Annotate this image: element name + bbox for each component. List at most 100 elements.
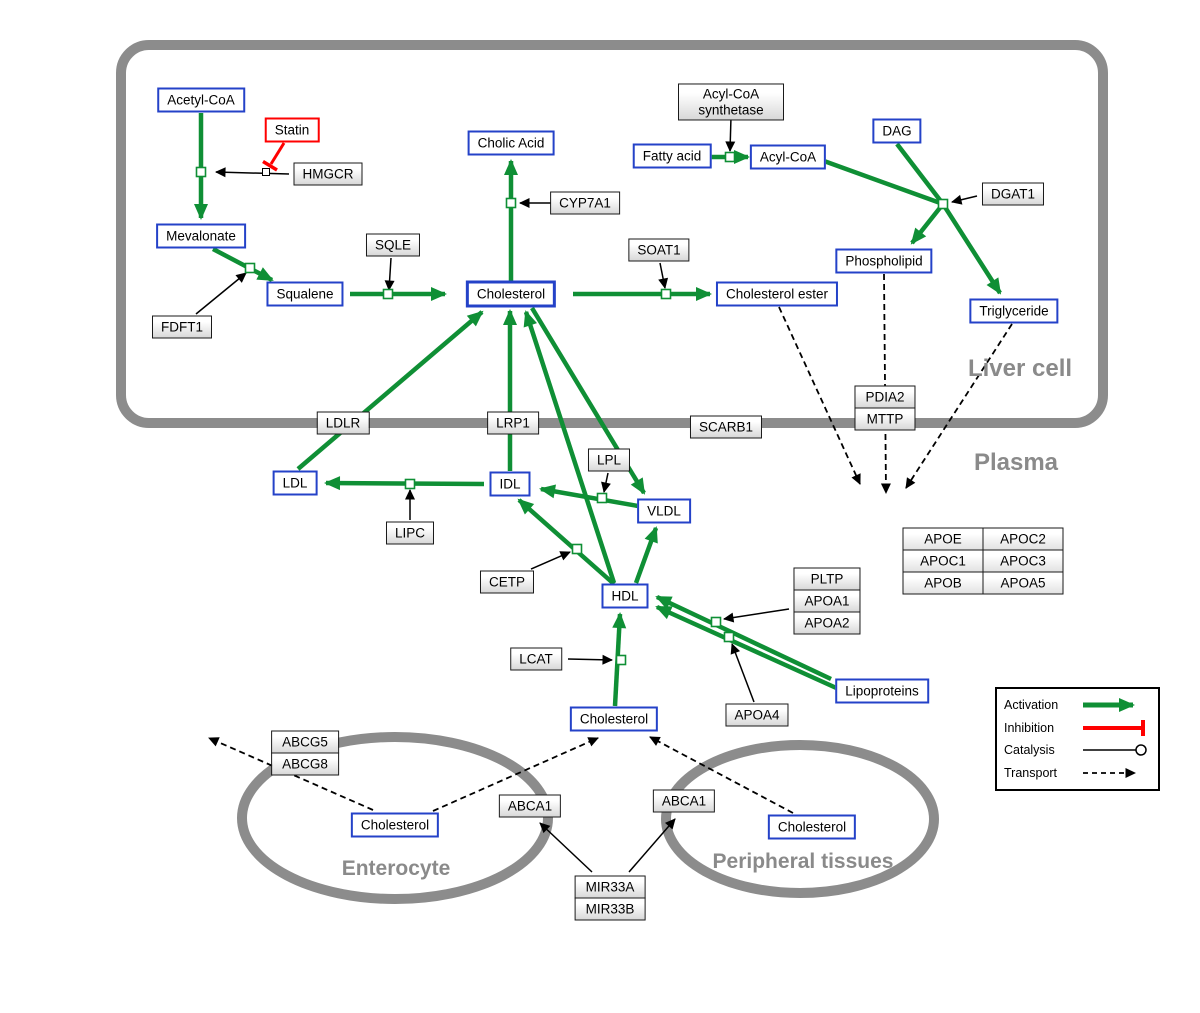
node-abca1-peripheral[interactable]: ABCA1: [652, 789, 716, 813]
node-fatty-acid[interactable]: Fatty acid: [632, 143, 712, 169]
inhibition-edges: [262, 142, 286, 172]
node-statin[interactable]: Statin: [264, 117, 320, 143]
node-vldl[interactable]: VLDL: [637, 498, 691, 524]
node-cetp[interactable]: CETP: [479, 570, 535, 594]
apolipoprotein-table: APOE APOC2 APOC1 APOC3 APOB APOA5: [902, 527, 1064, 595]
legend-catalysis-label: Catalysis: [1004, 743, 1055, 758]
node-lrp1[interactable]: LRP1: [487, 411, 539, 435]
complex-mir33a-mir33b: MIR33A MIR33B: [574, 875, 646, 921]
node-mttp[interactable]: MTTP: [854, 407, 916, 431]
node-lpl[interactable]: LPL: [587, 448, 631, 472]
node-apoc1[interactable]: APOC1: [903, 550, 983, 572]
legend-row-inhibition: Inhibition: [1004, 719, 1151, 737]
node-apoa2[interactable]: APOA2: [793, 611, 861, 635]
edge-ldl-cholesterol: [296, 310, 484, 471]
edge-hmgcr-catalysis: [215, 167, 290, 178]
node-fdft1[interactable]: FDFT1: [152, 315, 212, 339]
liver-cell-membrane: [116, 40, 1108, 428]
node-abcg5[interactable]: ABCG5: [271, 730, 339, 754]
edge-phospholipid-plasma: [880, 273, 891, 494]
node-apob[interactable]: APOB: [903, 572, 983, 594]
transport-dashed-arrow-icon: [1083, 767, 1136, 778]
node-cholesterol-peripheral[interactable]: Cholesterol: [767, 814, 857, 840]
node-mevalonate[interactable]: Mevalonate: [156, 223, 246, 249]
node-lcat[interactable]: LCAT: [510, 647, 562, 671]
node-cyp7a1[interactable]: CYP7A1: [550, 191, 620, 215]
edge-lpl-catalysis: [601, 472, 611, 493]
edge-mir33-abca1-left: [539, 822, 593, 873]
edge-dgat1node-phospholipid: [910, 202, 945, 245]
enterocyte-membrane: [237, 732, 553, 904]
catalysis-edges: [195, 116, 978, 873]
edge-statin-hmgcr: [269, 142, 286, 165]
node-lipc[interactable]: LIPC: [385, 521, 435, 545]
reaction-anchor-squares: [195, 151, 949, 666]
edge-lipoproteins-hdl-1: [655, 594, 832, 682]
edge-sqle-catalysis: [384, 257, 395, 291]
node-cholesterol-liver[interactable]: Cholesterol: [465, 280, 557, 308]
edge-dag-dgat1node: [895, 142, 945, 206]
legend-inhibition-label: Inhibition: [1004, 720, 1055, 735]
edge-enterocyte-cholesterol-plasma: [432, 737, 599, 812]
edge-lcat-catalysis: [567, 654, 613, 665]
complex-pdia2-mttp: PDIA2 MTTP: [854, 385, 916, 431]
edge-apoa4-catalysis: [730, 643, 755, 703]
node-ldlr[interactable]: LDLR: [316, 411, 370, 435]
node-phospholipid[interactable]: Phospholipid: [835, 248, 933, 274]
complex-abcg5-abcg8: ABCG5 ABCG8: [271, 730, 339, 776]
edge-acylcoasynthetase-catalysis: [725, 116, 736, 152]
plasma-label: Plasma: [973, 449, 1059, 476]
node-apoe[interactable]: APOE: [903, 528, 983, 550]
node-dgat1[interactable]: DGAT1: [981, 182, 1045, 206]
node-triglyceride[interactable]: Triglyceride: [969, 298, 1059, 324]
legend: Activation Inhibition Catalysis Transpor…: [995, 687, 1160, 791]
node-abca1-enterocyte[interactable]: ABCA1: [498, 794, 562, 818]
node-scarb1[interactable]: SCARB1: [689, 415, 763, 439]
node-lipoproteins[interactable]: Lipoproteins: [835, 678, 929, 704]
node-sqle[interactable]: SQLE: [365, 233, 421, 257]
legend-row-catalysis: Catalysis: [1004, 741, 1151, 759]
node-mir33b[interactable]: MIR33B: [574, 897, 646, 921]
edge-soat1-catalysis: [658, 262, 669, 289]
node-hmgcr[interactable]: HMGCR: [293, 162, 363, 186]
compartment-shapes: [116, 40, 1108, 904]
node-soat1[interactable]: SOAT1: [628, 238, 690, 262]
edge-apoa-stack-catalysis: [723, 608, 790, 623]
node-abcg8[interactable]: ABCG8: [271, 752, 339, 776]
statin-inhibition-tbar: [262, 160, 278, 172]
node-squalene[interactable]: Squalene: [266, 281, 344, 307]
inhibition-tbar-icon: [1083, 719, 1145, 736]
transport-edges: [208, 273, 1013, 814]
node-apoc2[interactable]: APOC2: [983, 528, 1063, 550]
node-apoa5[interactable]: APOA5: [983, 572, 1063, 594]
node-cholesterol-plasma[interactable]: Cholesterol: [569, 706, 659, 732]
node-acetyl-coa[interactable]: Acetyl-CoA: [157, 87, 245, 113]
node-apoa1[interactable]: APOA1: [793, 589, 861, 613]
node-dag[interactable]: DAG: [872, 118, 922, 144]
legend-row-transport: Transport: [1004, 764, 1151, 782]
catalysis-circle-icon: [1083, 744, 1147, 756]
node-idl[interactable]: IDL: [489, 471, 531, 497]
node-cholesterol-enterocyte[interactable]: Cholesterol: [350, 812, 440, 838]
edge-hdl-vldl: [633, 526, 659, 584]
peripheral-tissues-label: Peripheral tissues: [712, 850, 894, 873]
node-mir33a[interactable]: MIR33A: [574, 875, 646, 899]
node-apoc3[interactable]: APOC3: [983, 550, 1063, 572]
edge-lipoproteins-hdl-2: [655, 604, 844, 694]
node-pltp[interactable]: PLTP: [793, 567, 861, 591]
node-apoa4[interactable]: APOA4: [725, 703, 789, 727]
edge-vldl-idl: [539, 484, 639, 509]
edge-dgat1-catalysis: [951, 194, 978, 205]
node-cholic-acid[interactable]: Cholic Acid: [467, 130, 555, 156]
edge-mevalonate-squalene: [211, 247, 274, 282]
node-acyl-coa[interactable]: Acyl-CoA: [749, 144, 827, 170]
node-ldl[interactable]: LDL: [272, 470, 318, 496]
node-acyl-coa-synthetase[interactable]: Acyl-CoA synthetase: [678, 83, 784, 121]
hmgcr-junction-square: [262, 168, 270, 176]
node-hdl[interactable]: HDL: [601, 583, 649, 609]
complex-pltp-apoa1-apoa2: PLTP APOA1 APOA2: [793, 567, 861, 635]
node-pdia2[interactable]: PDIA2: [854, 385, 916, 409]
node-cholesterol-ester[interactable]: Cholesterol ester: [715, 281, 839, 307]
